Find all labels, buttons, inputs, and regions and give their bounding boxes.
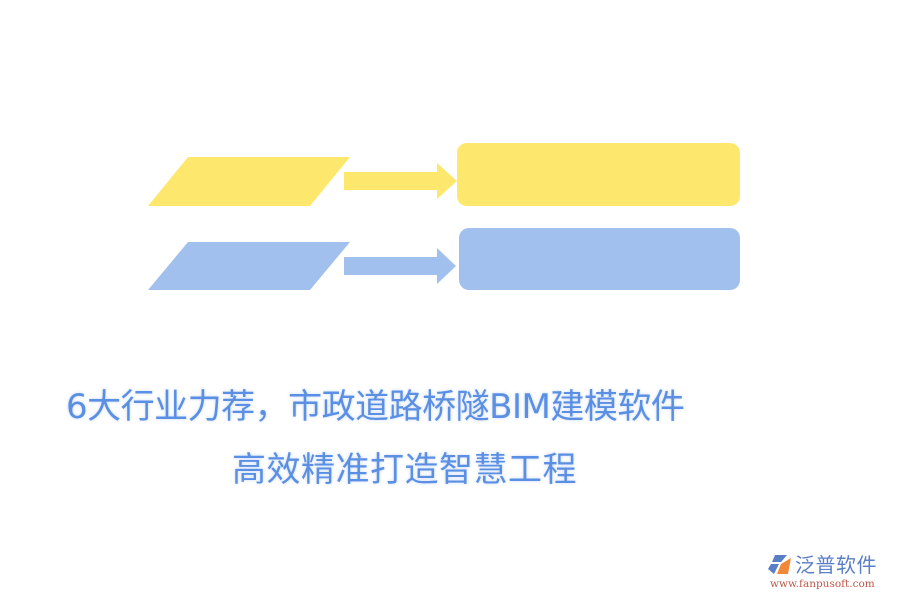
input-parallelogram-2 <box>148 242 350 290</box>
logo-url: www.fanpusoft.com <box>770 578 875 590</box>
right-arrow-icon <box>344 248 456 284</box>
diagram-row-1 <box>148 143 740 206</box>
output-box-2 <box>459 228 740 290</box>
input-parallelogram-1 <box>148 157 350 206</box>
logo-brand-name: 泛普软件 <box>795 553 877 577</box>
headline-line-2: 高效精准打造智慧工程 <box>232 450 577 490</box>
fanpu-logo-icon <box>768 555 791 574</box>
brand-logo: 泛普软件 www.fanpusoft.com <box>768 552 896 592</box>
diagram-row-2 <box>148 228 740 290</box>
headline-line-1: 6大行业力荐，市政道路桥隧BIM建模软件 <box>66 387 685 427</box>
right-arrow-icon <box>344 163 457 199</box>
output-box-1 <box>457 143 740 206</box>
